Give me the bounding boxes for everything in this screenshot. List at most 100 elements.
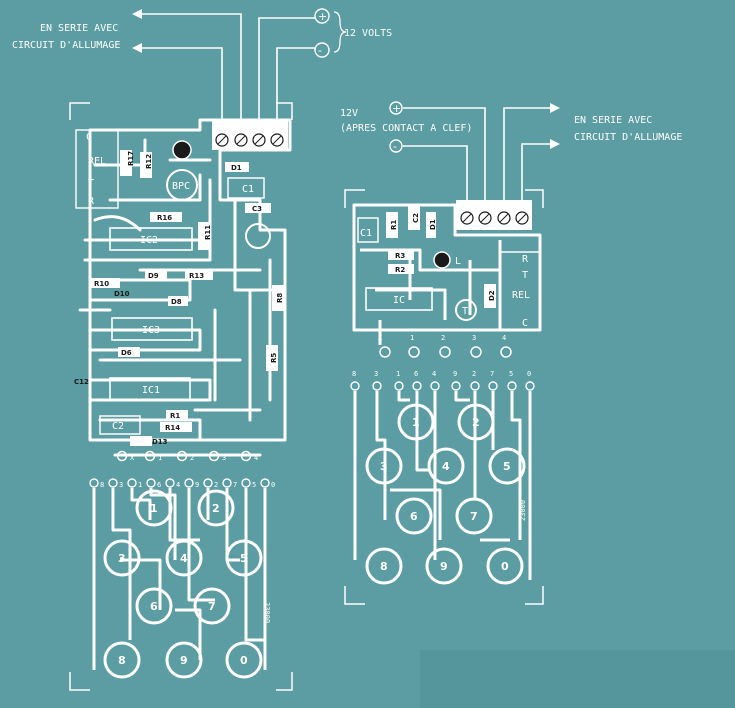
key-label: 3 (380, 460, 388, 473)
input-label: 1 (158, 454, 162, 462)
ic-label: IC (393, 295, 405, 306)
key-label: 8 (380, 560, 388, 573)
right-terminal-block (456, 200, 532, 230)
bottom-band (420, 650, 735, 708)
left-corner-marks (69, 102, 293, 691)
ic2-label: IC2 (140, 235, 158, 246)
r1-label: R1 (170, 412, 180, 420)
input-label: X (378, 334, 383, 342)
key-label: 7 (470, 510, 478, 523)
c1-label: C1 (360, 228, 372, 239)
pad-label: 7 (490, 370, 494, 378)
pad-label: 1 (138, 481, 142, 489)
key-label: 9 (180, 654, 188, 667)
arrow-icon (550, 103, 560, 113)
ic2-chip (109, 227, 193, 251)
r17-label: R17 (127, 151, 135, 166)
minus-sign: - (393, 140, 397, 153)
pad-label: 7 (233, 481, 237, 489)
ic1-label: IC1 (142, 385, 160, 396)
key-label: 5 (240, 552, 248, 565)
pad-label: 0 (271, 481, 275, 489)
pad-label: 9 (453, 370, 457, 378)
right-keypad-traces (353, 391, 532, 580)
r2-label: R2 (395, 266, 405, 274)
relay-label-t: T (522, 270, 528, 281)
left-input-pads: X 1 2 3 4 (116, 450, 258, 462)
right-ref-label: 23000 (519, 500, 527, 521)
right-bottom-pads: 8 3 1 6 4 9 2 7 5 0 (350, 370, 535, 391)
key-label: 1 (412, 416, 420, 429)
pad-label: 5 (509, 370, 513, 378)
right-corner-marks (344, 189, 544, 605)
right-components: C1 R1 C2 D1 R3 R2 L IC T D2 R T REL C (357, 206, 541, 331)
input-label: 4 (254, 454, 258, 462)
key-label: 1 (150, 502, 158, 515)
minus-sign: - (318, 44, 322, 57)
relay-label-r: R (522, 254, 529, 265)
volts-label: 12 VOLTS (344, 28, 392, 39)
left-series-label-1: EN SERIE AVEC (40, 23, 118, 34)
t-label: T (462, 306, 468, 317)
input-label: 4 (502, 334, 506, 342)
arrow-icon (132, 9, 142, 19)
minus-terminal-icon (389, 139, 403, 153)
left-terminal-block (212, 120, 288, 150)
r14-label: R14 (165, 424, 180, 432)
transistor-icon (455, 299, 477, 321)
relay-label-t: T (88, 178, 94, 189)
key-label: 8 (118, 654, 126, 667)
pad-label: 6 (157, 481, 161, 489)
key-label: 7 (208, 600, 216, 613)
pad-label: 3 (374, 370, 378, 378)
transistor-icon (245, 223, 271, 249)
d1-label: D1 (429, 219, 437, 230)
plus-sign: + (318, 10, 327, 23)
transistor-icon (172, 140, 192, 160)
left-keypad: 1 2 3 4 5 6 7 8 9 0 (103, 489, 263, 679)
r16-label: R16 (157, 214, 172, 222)
key-label: 4 (442, 460, 450, 473)
d1-label: D1 (231, 164, 242, 172)
d10-label: D10 (114, 290, 130, 298)
d6-label: D6 (121, 349, 132, 357)
ic3-label: IC3 (142, 325, 160, 336)
r11-label: R11 (204, 225, 212, 240)
right-input-pads: X 1 2 3 4 (378, 334, 512, 358)
r5-label: R5 (270, 353, 278, 363)
arrow-icon (550, 139, 560, 149)
key-label: 3 (118, 552, 126, 565)
r3-label: R3 (395, 252, 405, 260)
r1-label: R1 (390, 220, 398, 230)
pad-label: 8 (352, 370, 356, 378)
pad-label: 9 (195, 481, 199, 489)
r8-label: R8 (276, 293, 284, 303)
pad-label: 2 (214, 481, 218, 489)
key-label: 0 (240, 654, 248, 667)
key-label: 4 (180, 552, 188, 565)
arrow-icon (132, 43, 142, 53)
relay-label-rel: REL (88, 156, 106, 167)
key-label: 9 (440, 560, 448, 573)
brace-icon (333, 11, 347, 53)
relay-label-c: C (522, 318, 528, 329)
left-ref-label: 23000 (263, 602, 271, 623)
pad-label: 6 (414, 370, 418, 378)
r13-label: R13 (189, 272, 204, 280)
right-board: 12V (APRES CONTACT A CLEF) + - EN SERIE … (340, 101, 682, 605)
minus-terminal-icon (314, 42, 330, 58)
r10-label: R10 (94, 280, 109, 288)
c1-label: C1 (242, 184, 254, 195)
right-top-wires (403, 107, 550, 208)
pad-label: 3 (119, 481, 123, 489)
ic1-chip (109, 377, 191, 401)
left-bottom-pads: 8 3 1 6 4 9 2 7 5 0 (89, 478, 275, 489)
right-12v-label: 12V (340, 108, 358, 119)
buzzer-icon (166, 169, 198, 201)
pad-label: 2 (472, 370, 476, 378)
right-series-label-2: CIRCUIT D'ALLUMAGE (574, 132, 682, 143)
pad-label: 0 (527, 370, 531, 378)
ic-chip (365, 287, 433, 311)
